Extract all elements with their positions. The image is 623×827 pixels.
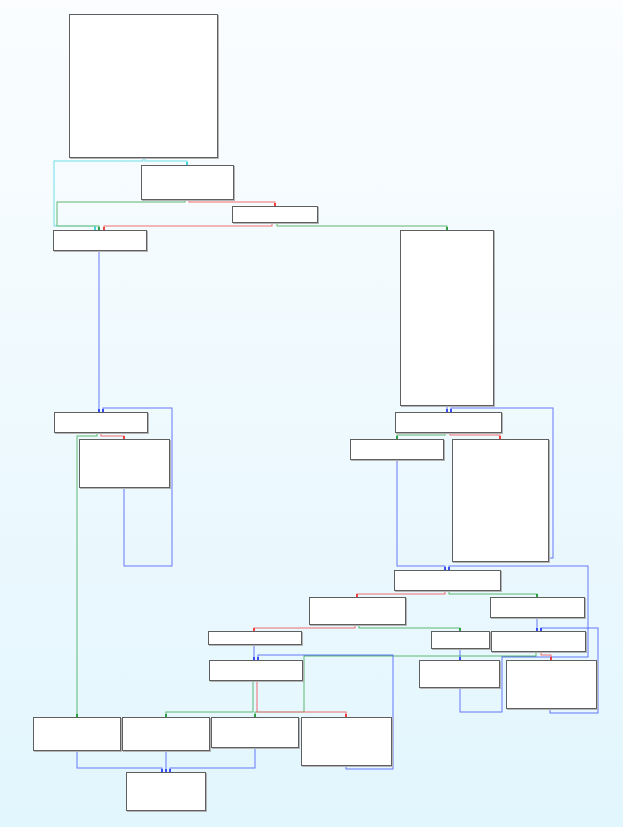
edge-n7-to-n9 [449,432,501,439]
edge-n16-to-n22 [256,680,347,717]
graph-node-n19[interactable] [33,717,121,751]
edge-arrowhead-icon [186,162,188,165]
edge-n16-to-n20 [165,680,254,717]
graph-node-n0[interactable] [69,14,218,158]
edge-arrowhead-icon [356,594,358,597]
edge-n11-to-n13 [253,624,356,631]
graph-node-n13[interactable] [208,631,302,645]
edge-arrowhead-icon [98,227,100,230]
graph-node-n4[interactable] [400,230,494,406]
edge-arrowhead-icon [550,657,552,660]
edge-arrowhead-icon [448,567,450,570]
edge-n5-to-n19 [76,432,98,717]
edge-n8-to-n10 [396,459,446,570]
edge-arrowhead-icon [254,714,256,717]
edge-n15-to-n21 [254,651,537,717]
graph-node-n3[interactable] [53,230,147,251]
edge-n10-to-n11 [356,590,446,597]
graph-node-n8[interactable] [350,439,444,460]
edge-arrowhead-icon [450,409,452,412]
nodes-layer [33,14,597,811]
edge-n15-to-n18 [540,651,552,660]
edge-arrowhead-icon [253,628,255,631]
edge-arrowhead-icon [540,628,542,631]
edge-arrowhead-icon [274,203,276,206]
graph-node-n7[interactable] [395,412,502,433]
edge-arrowhead-icon [76,714,78,717]
edge-n0-to-n3 [53,157,144,230]
graph-node-n18[interactable] [506,660,597,709]
edge-n6-to-n5 [102,407,173,567]
edge-n19-to-n23 [76,750,163,772]
graph-node-n11[interactable] [309,597,406,625]
graph-node-n5[interactable] [54,412,148,433]
graph-node-n17[interactable] [419,660,500,688]
graph-node-n1[interactable] [141,165,234,200]
edge-arrowhead-icon [253,657,255,660]
edge-n22-to-n16 [257,654,394,770]
graph-node-n2[interactable] [232,206,318,223]
edge-arrowhead-icon [444,567,446,570]
edge-arrowhead-icon [98,409,100,412]
graph-node-n6[interactable] [79,439,170,488]
edge-n5-to-n6 [100,432,125,439]
edge-n2-to-n3 [103,222,273,230]
graph-node-n12[interactable] [490,597,585,618]
edge-n11-to-n14 [358,624,461,631]
edge-n17-to-n10 [448,565,589,713]
edge-n10-to-n12 [448,590,538,597]
edge-n7-to-n8 [396,432,446,439]
edge-arrowhead-icon [536,594,538,597]
edge-arrowhead-icon [123,436,125,439]
graph-node-n22[interactable] [301,717,392,766]
edge-arrowhead-icon [446,227,448,230]
edge-arrowhead-icon [169,769,171,772]
edge-arrowhead-icon [446,409,448,412]
graph-node-n15[interactable] [491,631,586,652]
edge-n0-to-n1 [144,157,188,165]
edge-arrowhead-icon [165,714,167,717]
graph-node-n9[interactable] [452,439,549,562]
edge-n1-to-n2 [188,199,276,206]
edge-arrowhead-icon [102,409,104,412]
edge-arrowhead-icon [459,657,461,660]
edge-arrowhead-icon [165,769,167,772]
graph-node-n10[interactable] [394,570,501,591]
edge-arrowhead-icon [459,628,461,631]
edges-layer [53,157,599,772]
graph-node-n23[interactable] [126,772,206,811]
edge-arrowhead-icon [94,227,96,230]
edge-arrowhead-icon [536,628,538,631]
edge-arrowhead-icon [257,657,259,660]
edge-arrowhead-icon [396,436,398,439]
graph-node-n14[interactable] [431,631,490,649]
edge-arrowhead-icon [103,227,105,230]
edge-arrowhead-icon [345,714,347,717]
edge-arrowhead-icon [499,436,501,439]
graph-node-n21[interactable] [211,717,299,748]
graph-node-n20[interactable] [122,717,210,751]
graph-node-n16[interactable] [209,660,303,681]
edge-n2-to-n4 [276,222,448,230]
edge-n1-to-n3 [56,199,186,230]
edge-arrowhead-icon [161,769,163,772]
